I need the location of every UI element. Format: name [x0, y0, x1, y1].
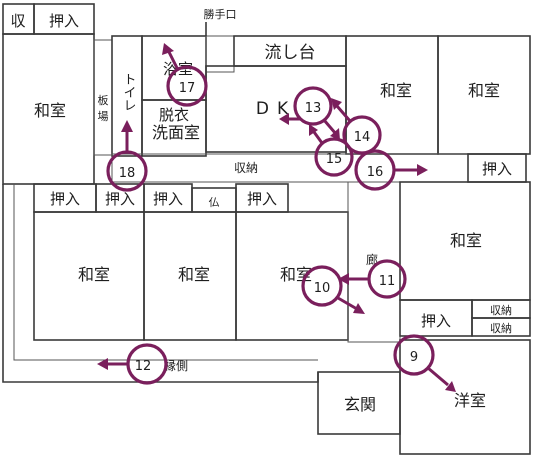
- label-toilet: トイレ: [121, 73, 136, 112]
- marker-14[interactable]: 14: [331, 98, 382, 155]
- label-senmenshitsu: 洗面室: [152, 123, 200, 142]
- marker-10[interactable]: 10: [301, 265, 365, 314]
- engawa-inner: [13, 184, 318, 361]
- label-oshiire-a: 押入: [50, 190, 80, 208]
- label-katteguchi: 勝手口: [204, 7, 237, 21]
- label-oshiire-e: 押入: [421, 312, 451, 330]
- label-ro: 廊: [366, 252, 378, 267]
- marker-16[interactable]: 16: [354, 149, 428, 191]
- marker-11[interactable]: 11: [338, 259, 407, 299]
- photo-markers: 17 13 14 15 16: [97, 43, 456, 392]
- marker-15[interactable]: 15: [309, 124, 354, 177]
- label-nagashidai: 流し台: [265, 43, 316, 63]
- yoshitsu-outline: [399, 339, 531, 455]
- walls: [2, 3, 531, 455]
- label-shuno-mid: 収納: [234, 161, 258, 175]
- label-oshiire-top: 押入: [49, 12, 79, 30]
- marker-13[interactable]: 13: [279, 86, 340, 140]
- marker-label: 17: [179, 81, 196, 96]
- label-shu: 収: [10, 12, 25, 30]
- label-shuno-e2: 収納: [490, 322, 512, 335]
- label-oshiire-c: 押入: [153, 190, 183, 208]
- marker-label: 11: [379, 274, 396, 289]
- label-washitsu-left: 和室: [34, 101, 66, 120]
- marker-label: 15: [326, 152, 343, 167]
- marker-label: 10: [314, 281, 331, 296]
- marker-17[interactable]: 17: [162, 43, 208, 107]
- label-ita: 板: [98, 93, 109, 107]
- marker-label: 16: [367, 165, 384, 180]
- label-oshiire-d: 押入: [247, 190, 277, 208]
- marker-label: 9: [410, 350, 418, 365]
- label-engawa: 縁側: [164, 358, 188, 373]
- label-washitsu-ne2: 和室: [468, 81, 500, 100]
- marker-label: 14: [354, 130, 371, 145]
- marker-label: 12: [135, 359, 152, 374]
- label-shuno-e1: 収納: [490, 304, 512, 317]
- label-washitsu-s2: 和室: [178, 265, 210, 284]
- shuno-e2-outline: [471, 317, 531, 337]
- hall-outline: [111, 153, 469, 183]
- marker-9[interactable]: 9: [393, 334, 456, 392]
- label-oshiire-b: 押入: [105, 190, 135, 208]
- label-butsu: 仏: [209, 196, 220, 209]
- label-ba: 場: [98, 110, 109, 123]
- label-oshiire-right: 押入: [482, 160, 512, 178]
- marker-18[interactable]: 18: [106, 120, 148, 192]
- label-washitsu-ne1: 和室: [380, 81, 412, 100]
- label-genkan: 玄関: [344, 395, 376, 414]
- label-yoshitsu: 洋室: [454, 391, 486, 410]
- room-labels: 収 押入 勝手口 流し台 和室 トイレ 板 場 浴室 脱衣 洗面室 DK 和室 …: [10, 7, 512, 414]
- marker-label: 13: [305, 101, 322, 116]
- label-datsui: 脱衣: [159, 106, 189, 124]
- label-washitsu-s1: 和室: [78, 265, 110, 284]
- marker-label: 18: [119, 166, 136, 181]
- marker-12[interactable]: 12: [97, 343, 168, 385]
- label-dk: DK: [256, 99, 296, 119]
- label-washitsu-e: 和室: [450, 231, 482, 250]
